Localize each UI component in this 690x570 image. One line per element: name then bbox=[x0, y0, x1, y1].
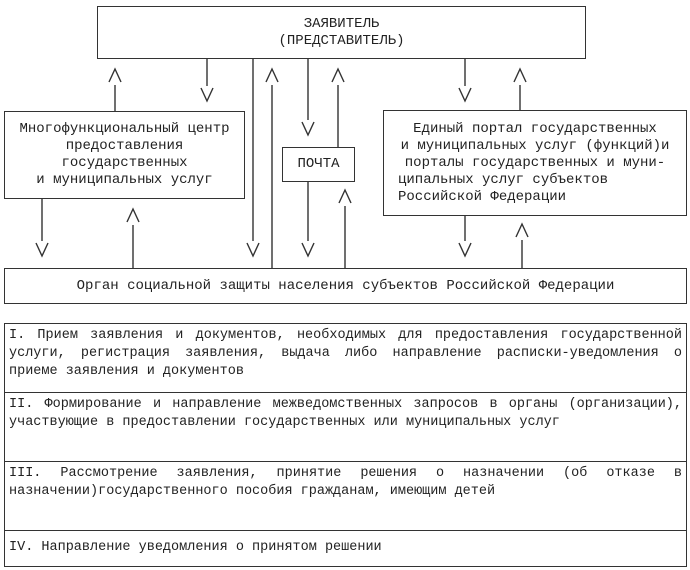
step-3: III. Рассмотрение заявления, принятие ре… bbox=[4, 461, 687, 531]
post-box: ПОЧТА bbox=[282, 147, 355, 182]
arrow-down-icon bbox=[301, 242, 315, 258]
portal-line: Российской Федерации bbox=[398, 188, 567, 205]
mfc-line: и муниципальных услуг bbox=[36, 172, 213, 188]
step-text: III. Рассмотрение заявления, принятие ре… bbox=[9, 466, 682, 499]
arrow-down-icon bbox=[301, 121, 315, 137]
portal-line: Единый портал государственных bbox=[413, 120, 657, 137]
step-4: IV. Направление уведомления о принятом р… bbox=[4, 530, 687, 567]
arrow-down-icon bbox=[35, 242, 49, 258]
mfc-line: государственных bbox=[61, 155, 188, 171]
mfc-box: Многофункциональный центр предоставления… bbox=[4, 111, 245, 199]
connector-layer bbox=[35, 59, 529, 268]
applicant-box: ЗАЯВИТЕЛЬ (ПРЕДСТАВИТЕЛЬ) bbox=[97, 6, 586, 59]
post-label: ПОЧТА bbox=[297, 156, 340, 172]
portal-line: ципальных услуг субъектов bbox=[398, 171, 609, 188]
step-text: IV. Направление уведомления о принятом р… bbox=[9, 540, 382, 555]
arrow-up-icon bbox=[513, 67, 527, 83]
portal-box: Единый портал государственных и муниципа… bbox=[383, 110, 687, 216]
authority-box: Орган социальной защиты населения субъек… bbox=[4, 268, 687, 304]
mfc-line: предоставления bbox=[65, 138, 184, 154]
applicant-subtitle: (ПРЕДСТАВИТЕЛЬ) bbox=[278, 32, 405, 49]
arrow-up-icon bbox=[338, 188, 352, 204]
arrow-up-icon bbox=[108, 67, 122, 83]
step-1: I. Прием заявления и документов, необход… bbox=[4, 323, 687, 393]
step-2: II. Формирование и направление межведомс… bbox=[4, 392, 687, 462]
arrow-down-icon bbox=[246, 242, 260, 258]
step-text: II. Формирование и направление межведомс… bbox=[9, 397, 682, 430]
applicant-title: ЗАЯВИТЕЛЬ bbox=[303, 15, 380, 32]
arrow-down-icon bbox=[458, 242, 472, 258]
portal-line: порталы государственных и муни- bbox=[404, 154, 666, 171]
arrow-down-icon bbox=[200, 87, 214, 103]
mfc-line: Многофункциональный центр bbox=[19, 121, 230, 137]
arrow-up-icon bbox=[265, 67, 279, 83]
arrow-up-icon bbox=[515, 222, 529, 238]
step-text: I. Прием заявления и документов, необход… bbox=[9, 328, 682, 379]
portal-line: и муниципальных услуг (функций)и bbox=[400, 137, 670, 154]
arrow-up-icon bbox=[126, 207, 140, 223]
arrow-up-icon bbox=[331, 67, 345, 83]
authority-label: Орган социальной защиты населения субъек… bbox=[76, 277, 615, 294]
arrow-down-icon bbox=[458, 87, 472, 103]
